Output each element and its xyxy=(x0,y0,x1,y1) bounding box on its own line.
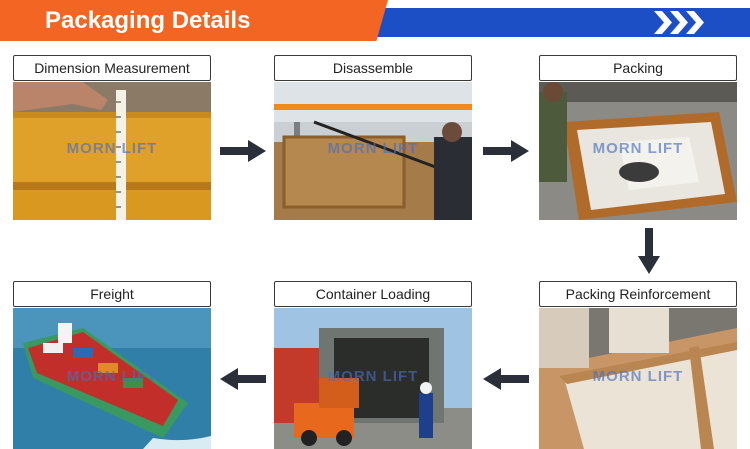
step-label: Disassemble xyxy=(274,55,472,81)
arrow-left-icon xyxy=(483,368,529,390)
page-title: Packaging Details xyxy=(45,7,251,34)
watermark: MORN LIFT xyxy=(327,368,419,385)
chevrons-icon xyxy=(654,11,704,34)
watermark: MORN LIFT xyxy=(66,368,158,385)
step-label: Freight xyxy=(13,281,211,307)
step-label: Packing xyxy=(539,55,737,81)
arrow-down-icon xyxy=(638,228,660,274)
wooden-crate-photo: MORN LIFT xyxy=(539,82,737,220)
watermark: MORN LIFT xyxy=(327,140,419,157)
workshop-photo: MORN LIFT xyxy=(274,82,472,220)
arrow-right-icon xyxy=(220,140,266,162)
step-label: Dimension Measurement xyxy=(13,55,211,81)
measuring-tape-photo: MORN LIFT xyxy=(13,82,211,220)
container-truck-photo: MORN LIFT xyxy=(274,308,472,449)
watermark: MORN LIFT xyxy=(66,140,158,157)
watermark: MORN LIFT xyxy=(592,140,684,157)
arrow-right-icon xyxy=(483,140,529,162)
step-label: Packing Reinforcement xyxy=(539,281,737,307)
cargo-ship-photo: MORN LIFT xyxy=(13,308,211,449)
crate-corner-photo: MORN LIFT xyxy=(539,308,737,449)
arrow-left-icon xyxy=(220,368,266,390)
header-orange-band xyxy=(0,0,388,41)
step-label: Container Loading xyxy=(274,281,472,307)
watermark: MORN LIFT xyxy=(592,368,684,385)
